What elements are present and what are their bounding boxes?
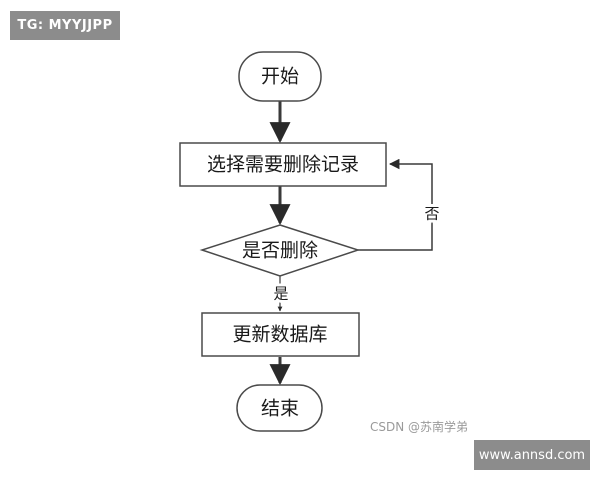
end-node (236, 384, 323, 432)
watermark-top: TG: MYYJJPP (10, 11, 120, 40)
csdn-credit: CSDN @苏南学弟 (370, 420, 469, 434)
start-node (238, 51, 322, 102)
update-database-box (201, 312, 360, 357)
yes-label: 是 (273, 285, 288, 303)
delete-decision-diamond (199, 224, 361, 277)
select-records-label: 选择需要删除记录 (207, 154, 359, 176)
end-label: 结束 (261, 398, 299, 420)
no-label: 否 (424, 205, 439, 223)
delete-decision-label: 是否删除 (242, 240, 318, 262)
update-database-label: 更新数据库 (232, 324, 327, 346)
select-records-box (179, 142, 387, 187)
edge-decision-no-loop (358, 158, 433, 251)
watermark-bottom: www.annsd.com (474, 440, 590, 470)
start-label: 开始 (261, 66, 299, 88)
